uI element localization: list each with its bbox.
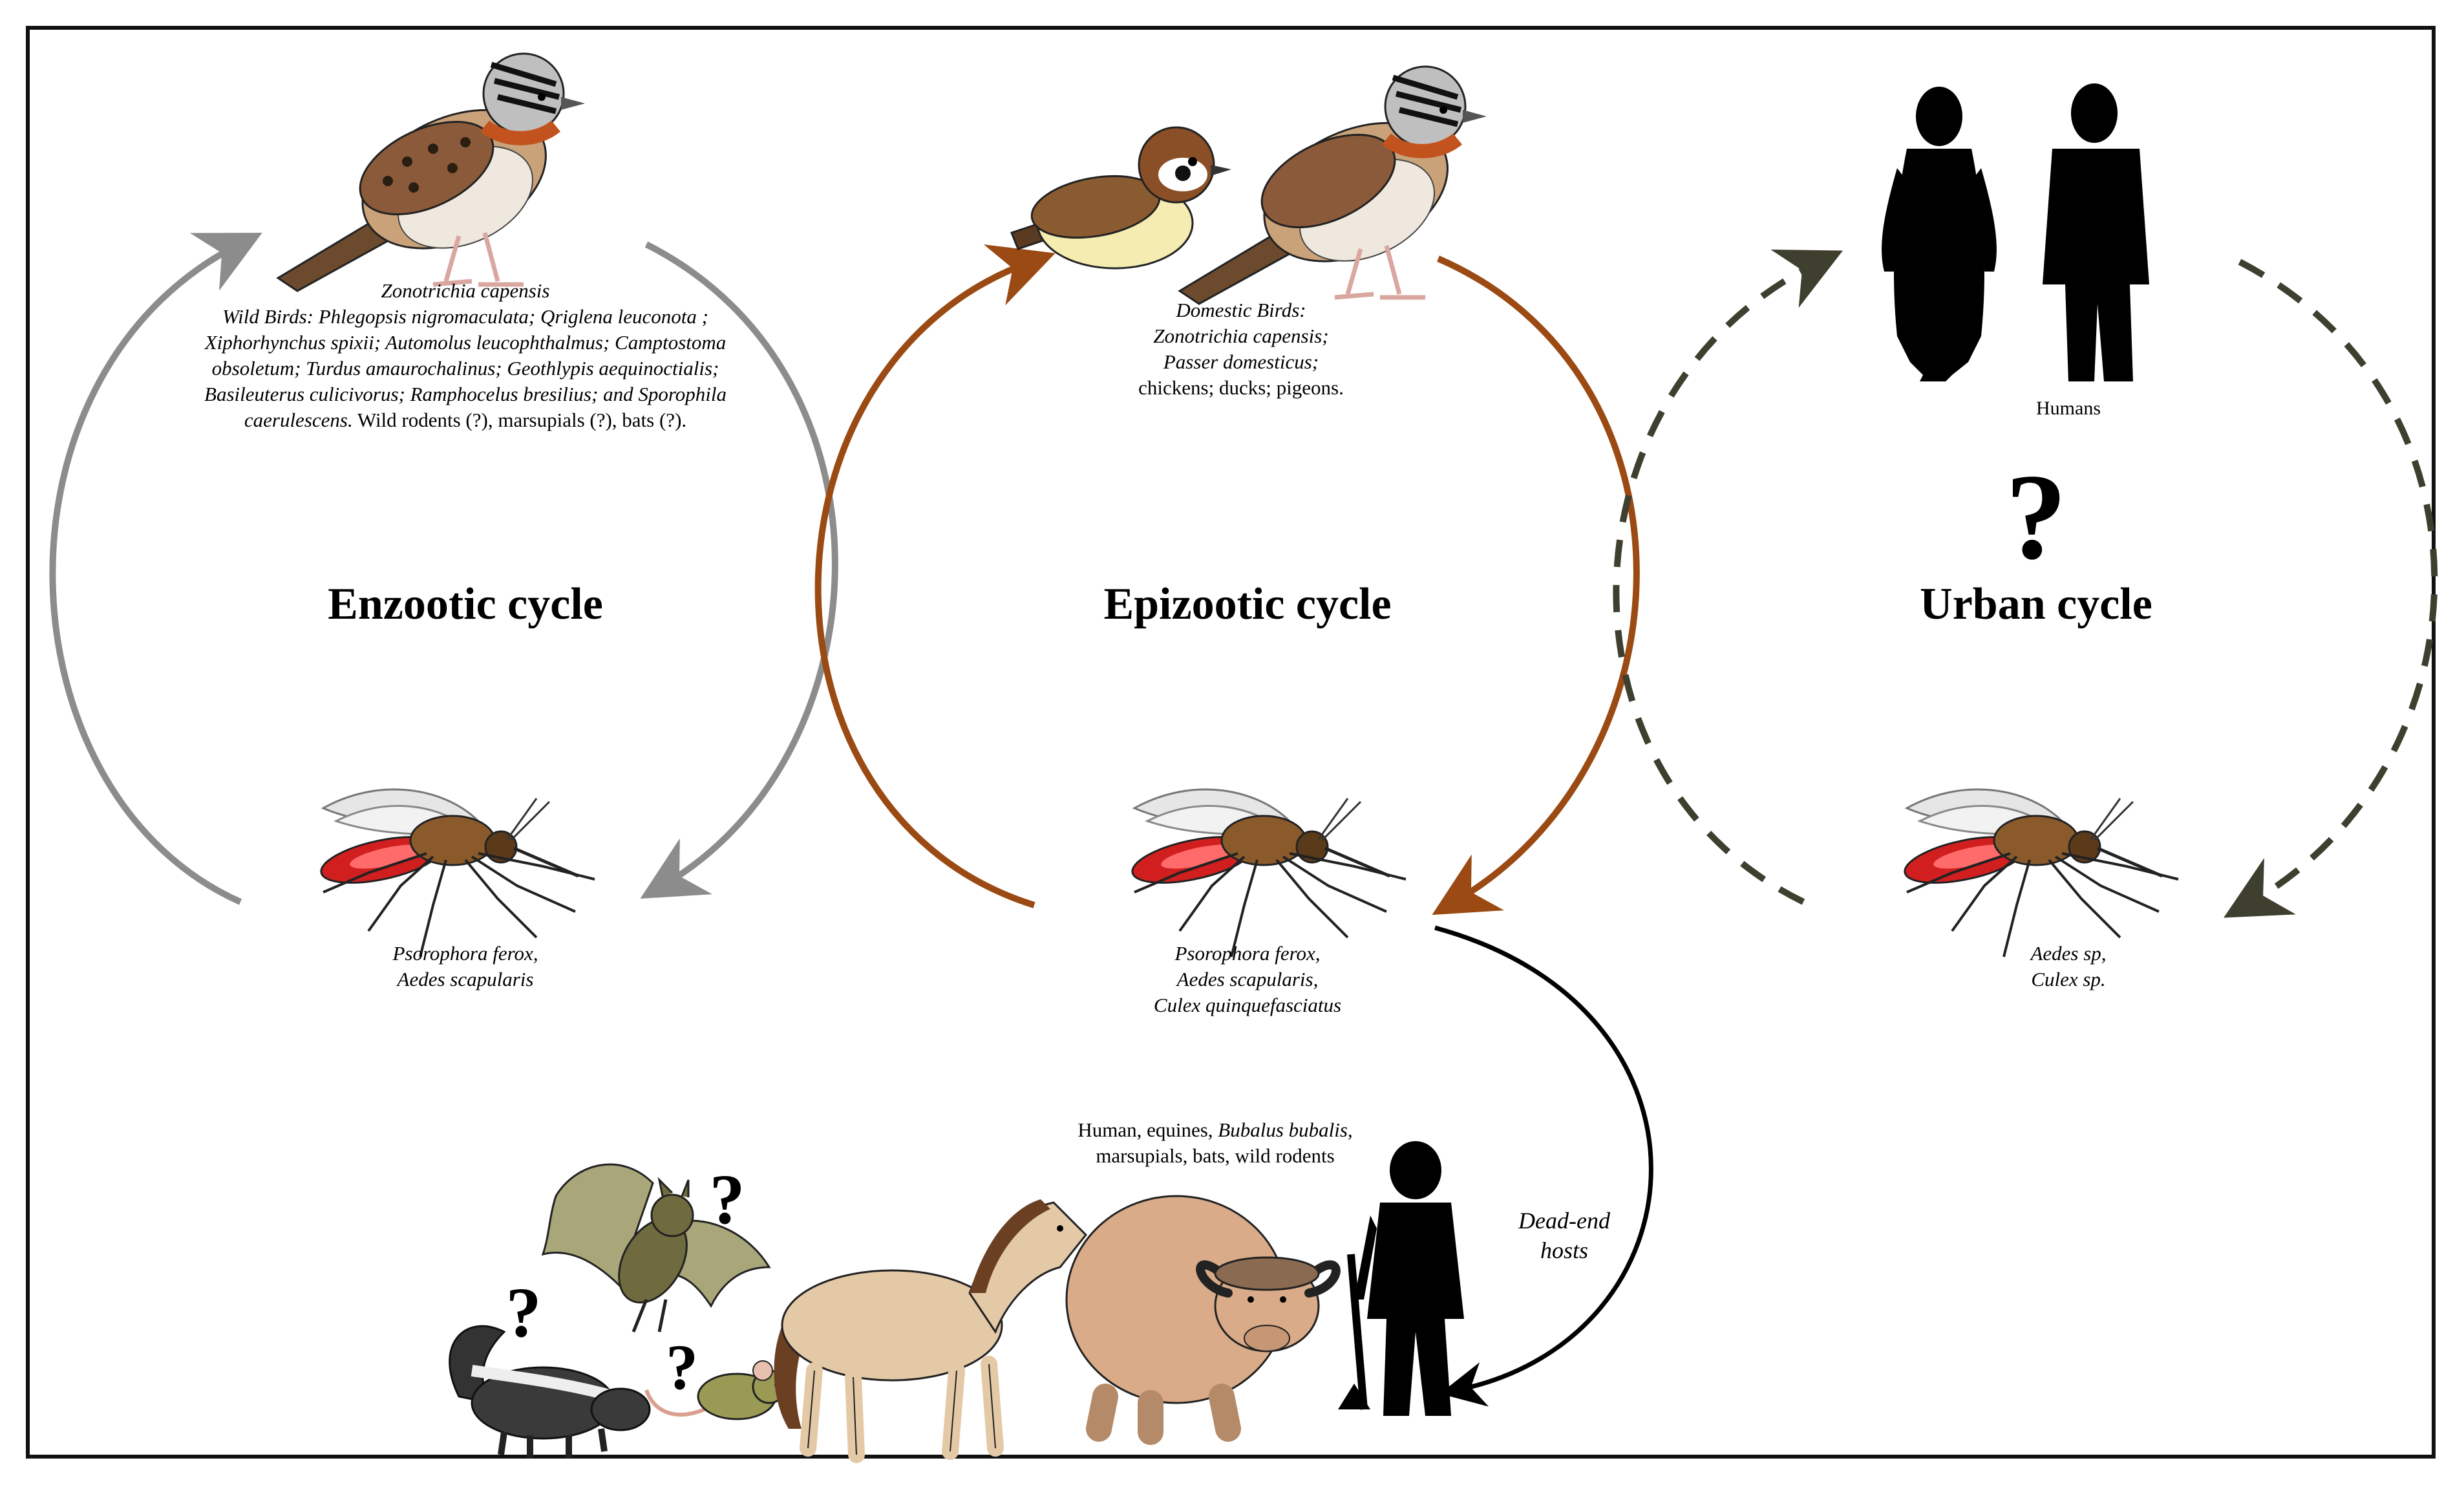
woman-silhouette-icon <box>1882 87 1997 381</box>
dead-end-label: Dead-end hosts <box>1487 1206 1642 1265</box>
sparrow-icon <box>276 52 585 292</box>
urban-vector-caption: Aedes sp, Culex sp. <box>1959 941 2178 992</box>
dead-end-label-line2: hosts <box>1540 1237 1589 1263</box>
dead-end-hosts-species: Bubalus bubalis, <box>1218 1118 1353 1141</box>
enzootic-wild-birds: Wild Birds: Phlegopsis nigromaculata; Qr… <box>204 305 727 431</box>
epizootic-vector-caption: Psorophora ferox, Aedes scapularis, Cule… <box>1047 941 1448 1018</box>
urban-vector-line: Culex sp. <box>2031 968 2106 990</box>
epizootic-host-line4: chickens; ducks; pigeons. <box>1138 376 1344 399</box>
enzootic-vector-line: Psorophora ferox, <box>392 942 538 965</box>
man-silhouette-icon <box>2043 83 2149 381</box>
figure-frame <box>26 26 2436 1459</box>
dead-end-hosts-list: Human, equines, Bubalus bubalis, marsupi… <box>1028 1117 1403 1169</box>
buffalo-icon <box>1065 1195 1341 1445</box>
epizootic-host-caption: Domestic Birds: Zonotrichia capensis; Pa… <box>1060 297 1422 401</box>
urban-arrow-left <box>1613 250 1843 905</box>
mosquito-icon <box>317 789 595 957</box>
mosquito-icon <box>1129 789 1406 957</box>
skunk-question-mark: ? <box>505 1273 542 1352</box>
dead-end-arrow <box>1434 925 1653 1407</box>
farmer-silhouette-icon <box>1338 1141 1464 1416</box>
sparrow-icon <box>1178 65 1487 305</box>
epizootic-vector-line: Culex quinquefasciatus <box>1153 994 1342 1016</box>
skunk-icon <box>449 1325 651 1458</box>
urban-host-caption: Humans <box>2036 398 2101 419</box>
enzootic-vector-line: Aedes scapularis <box>397 968 534 990</box>
enzootic-vector-caption: Psorophora ferox, Aedes scapularis <box>271 941 659 992</box>
dead-end-hosts-text-1: Human, equines, <box>1078 1118 1213 1141</box>
epizootic-arrow-left <box>814 244 1056 908</box>
urban-cycle-title: Urban cycle <box>1920 579 2152 629</box>
dead-end-hosts-text-2: marsupials, bats, wild rodents <box>1096 1144 1335 1167</box>
urban-vector-line: Aedes sp, <box>2030 942 2107 965</box>
horse-icon <box>774 1199 1088 1463</box>
enzootic-other-hosts: Wild rodents (?), marsupials (?), bats (… <box>357 409 687 431</box>
epizootic-host-line3: Passer domesticus; <box>1163 350 1319 373</box>
enzootic-cycle-title: Enzootic cycle <box>328 579 603 629</box>
enzootic-host-species: Zonotrichia capensis <box>381 279 550 302</box>
house-sparrow-icon <box>1010 126 1231 270</box>
dead-end-label-line1: Dead-end <box>1518 1208 1610 1234</box>
epizootic-vector-line: Aedes scapularis, <box>1176 968 1319 990</box>
epizootic-cycle-title: Epizootic cycle <box>1103 579 1392 629</box>
mouse-question-mark: ? <box>666 1331 698 1403</box>
epizootic-arrow-right <box>1432 255 1640 915</box>
enzootic-arrow-left <box>49 232 262 905</box>
enzootic-host-caption: Zonotrichia capensis Wild Birds: Phlegop… <box>184 278 747 433</box>
epizootic-host-line1: Domestic Birds: <box>1176 299 1306 321</box>
urban-question-mark: ? <box>2005 449 2067 585</box>
bat-icon <box>541 1163 771 1332</box>
urban-arrow-right <box>2224 259 2438 918</box>
mosquito-icon <box>1901 789 2178 957</box>
epizootic-vector-line: Psorophora ferox, <box>1174 942 1321 965</box>
bat-question-mark: ? <box>709 1160 745 1239</box>
enzootic-arrow-right <box>640 241 838 899</box>
epizootic-host-line2: Zonotrichia capensis; <box>1153 325 1329 347</box>
